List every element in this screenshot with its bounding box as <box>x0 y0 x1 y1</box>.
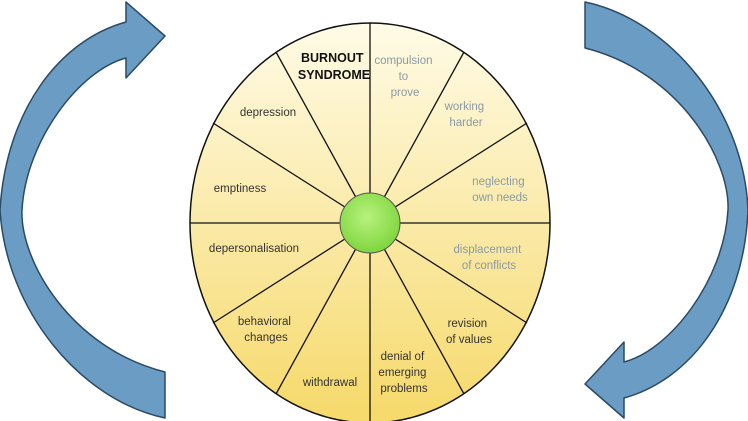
segment-label-withdrawal: withdrawal <box>302 377 357 389</box>
segment-label-depression: depression <box>240 107 296 119</box>
segment-label-compulsion-to-prove: compulsion to prove <box>374 55 435 99</box>
title-line: SYNDROME <box>298 68 370 82</box>
spoke <box>275 51 371 224</box>
spoke <box>369 222 465 395</box>
spoke <box>212 122 371 224</box>
spoke <box>275 222 371 395</box>
segment-label-behavioral-changes: behavioral changes <box>238 316 294 344</box>
wheel-spokes <box>190 23 550 421</box>
segment-label-neglecting-own-needs: neglecting own needs <box>472 176 528 204</box>
title-label: BURNOUT SYNDROME <box>298 51 370 82</box>
wheel-hub <box>339 192 401 254</box>
left-cycle-arrow-icon <box>0 1 166 419</box>
segment-label-revision-of-values: revision of values <box>446 318 492 346</box>
segment-label-working-harder: working harder <box>444 101 488 129</box>
spoke <box>369 122 528 224</box>
title-line: BURNOUT <box>301 51 364 65</box>
right-cycle-arrow-icon <box>584 1 748 419</box>
segment-label-depersonalisation: depersonalisation <box>209 243 299 255</box>
segment-label-denial-of-emerging-problems: denial of emerging problems <box>378 351 429 395</box>
segment-label-displacement-of-conflicts: displacement of conflicts <box>454 244 525 272</box>
segment-label-emptiness: emptiness <box>214 183 267 195</box>
spoke <box>369 51 465 224</box>
spoke <box>212 222 371 324</box>
spoke <box>369 222 528 324</box>
